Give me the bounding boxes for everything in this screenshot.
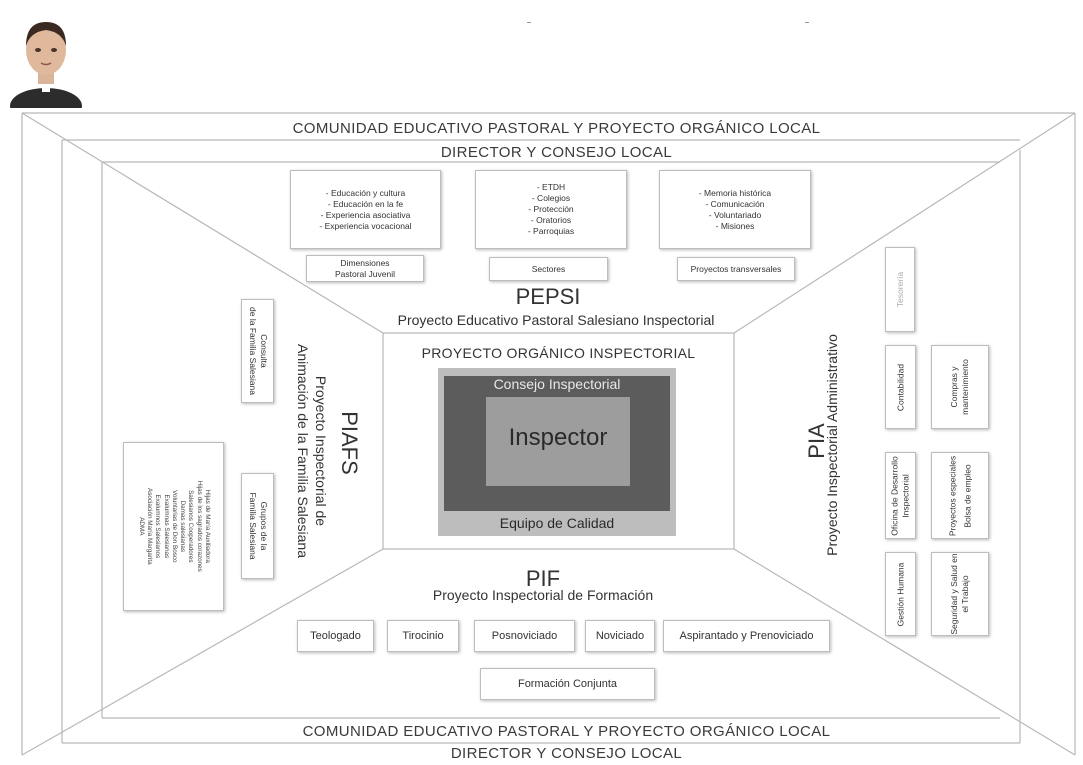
list-item: - Experiencia asociativa <box>320 209 411 220</box>
portrait-image <box>8 8 84 108</box>
compras-box: Compras y mantenimiento <box>931 345 989 429</box>
seguridad-line1: Seguridad y Salud en <box>949 553 959 635</box>
pia-subtitle: Proyecto Inspectorial Administrativo <box>824 334 840 556</box>
dimensiones-label-line1: Dimensiones <box>340 257 390 268</box>
sectores-label-box: Sectores <box>489 257 608 281</box>
dimensiones-label-box: Dimensiones Pastoral Juvenil <box>306 255 424 282</box>
list-item: Damas salesianas <box>178 500 186 553</box>
list-item: - Educación y cultura <box>325 187 406 198</box>
stage-posnoviciado: Posnoviciado <box>474 620 575 652</box>
list-item: Exalumnos Salesianos <box>154 494 162 559</box>
grupos-box: Grupos de la Familia Salesiana <box>241 473 274 579</box>
list-item: Exalumnas Salesianas <box>162 494 170 559</box>
compras-line1: Compras y <box>949 366 959 408</box>
proyectos-especiales-box: Proyectos especiales Bolsa de empleo <box>931 452 989 539</box>
pepsi-proyectos-box: - Memoria histórica - Comunicación - Vol… <box>659 170 811 249</box>
consulta-box: Consulta de la Familia Salesiana <box>241 299 274 403</box>
top-band-line2: DIRECTOR Y CONSEJO LOCAL <box>440 144 673 161</box>
list-item: - Comunicación <box>705 198 765 209</box>
tesoreria-box: Tesorería <box>885 247 915 332</box>
list-item: Asociación María Margarita <box>145 488 153 565</box>
dimensiones-label-line2: Pastoral Juvenil <box>334 268 395 279</box>
contabilidad-label: Contabilidad <box>895 363 905 411</box>
gestion-label: Gestión Humana <box>895 562 905 626</box>
proyectos-transversales-label-box: Proyectos transversales <box>677 257 795 281</box>
inspector-box <box>486 397 630 486</box>
list-item: - ETDH <box>536 182 566 192</box>
top-band-line1: COMUNIDAD EDUCATIVO PASTORAL Y PROYECTO … <box>292 120 821 137</box>
proyectos-line2: Bolsa de empleo <box>962 463 972 528</box>
consulta-line1: Consulta <box>258 334 269 368</box>
list-item: Hijas de María Auxiliadora <box>203 489 211 564</box>
grupos-line1: Grupos de la <box>258 501 269 551</box>
stage-teologado: Teologado <box>297 620 374 652</box>
stage-tirocinio: Tirocinio <box>387 620 459 652</box>
bottom-band-line1: COMUNIDAD EDUCATIVO PASTORAL Y PROYECTO … <box>302 723 831 740</box>
piafs-subtitle: Proyecto Inspectorial de Animación de la… <box>294 331 330 571</box>
list-item: Salesianos Cooperadores <box>187 490 195 563</box>
bottom-band-line2: DIRECTOR Y CONSEJO LOCAL <box>450 745 683 762</box>
piafs-subtitle-line1: Proyecto Inspectorial de <box>313 375 329 527</box>
list-item: - Oratorios <box>530 215 572 225</box>
list-item: - Misiones <box>715 220 755 231</box>
consulta-line2: de la Familia Salesiana <box>247 307 258 395</box>
compras-line2: mantenimiento <box>960 359 970 415</box>
list-item: - Protección <box>528 204 574 214</box>
list-item: ADMA <box>137 517 145 536</box>
gestion-box: Gestión Humana <box>885 552 916 636</box>
seguridad-box: Seguridad y Salud en el Trabajo <box>931 552 989 636</box>
list-item: - Voluntariado <box>708 209 762 220</box>
pif-title: PIF <box>525 566 561 591</box>
list-item: - Educación en la fe <box>327 198 404 209</box>
piafs-subtitle-line2: Animación de la Familia Salesiana <box>295 344 311 558</box>
consejo-label: Consejo Inspectorial <box>493 376 621 392</box>
oficina-line1: Oficina de Desarrollo <box>889 455 900 536</box>
grupos-line2: Familia Salesiana <box>247 492 258 560</box>
list-item: - Memoria histórica <box>698 187 772 198</box>
pepsi-dimensiones-box: - Educación y cultura - Educación en la … <box>290 170 441 249</box>
decor-tick <box>805 22 809 23</box>
pif-subtitle: Proyecto Inspectorial de Formación <box>432 587 654 603</box>
contabilidad-box: Contabilidad <box>885 345 916 429</box>
pepsi-sectores-box: - ETDH - Colegios - Protección - Oratori… <box>475 170 627 249</box>
stage-noviciado: Noviciado <box>585 620 655 652</box>
pepsi-title: PEPSI <box>515 284 581 309</box>
center-title: PROYECTO ORGÁNICO INSPECTORIAL <box>421 345 696 361</box>
familia-groups-box: Hijas de María Auxiliadora Hijas de los … <box>123 442 224 611</box>
sectores-label: Sectores <box>531 263 566 274</box>
decor-tick <box>527 22 531 23</box>
list-item: - Parroquias <box>527 226 575 236</box>
inspector-label: Inspector <box>508 424 608 451</box>
proyectos-transversales-label: Proyectos transversales <box>690 263 782 274</box>
proyectos-line1: Proyectos especiales <box>947 455 957 536</box>
oficina-box: Oficina de Desarrollo Inspectorial <box>885 452 916 539</box>
stage-aspirantado: Aspirantado y Prenoviciado <box>663 620 830 652</box>
seguridad-line2: el Trabajo <box>960 575 970 613</box>
oficina-line2: Inspectorial <box>900 473 911 518</box>
list-item: Hijas de los sagrados corazones <box>195 480 203 572</box>
formacion-conjunta-box: Formación Conjunta <box>480 668 655 700</box>
piafs-title: PIAFS <box>337 411 362 475</box>
calidad-label: Equipo de Calidad <box>499 515 615 531</box>
pepsi-subtitle: Proyecto Educativo Pastoral Salesiano In… <box>397 312 715 328</box>
list-item: - Experiencia vocacional <box>319 220 412 231</box>
tesoreria-label: Tesorería <box>894 271 905 308</box>
list-item: - Colegios <box>531 193 571 203</box>
list-item: Voluntarias de Don Bosco <box>170 490 178 563</box>
